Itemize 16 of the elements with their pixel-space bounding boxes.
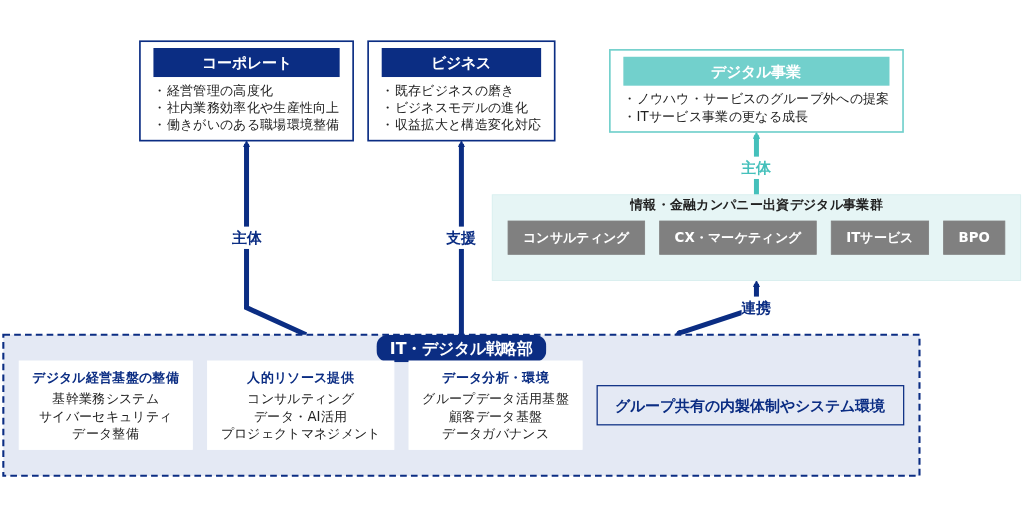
- node-box: CX・マーケティング: [659, 220, 817, 255]
- node-box: ビジネス ・既存ビジネスの磨き ・ビジネスモデルの進化 ・収益拡大と構造変化対応: [367, 40, 556, 142]
- node-box: グループ共有の内製体制やシステム環境: [596, 385, 905, 426]
- edge-label: 支援: [446, 228, 477, 247]
- edge-label: 主体: [231, 228, 262, 247]
- node-box: コーポレート ・経営管理の高度化 ・社内業務効率化や生産性向上 ・働きがいのある職場環境整備: [139, 40, 354, 142]
- arrow: [457, 140, 466, 335]
- edge-label: 主体: [741, 158, 772, 177]
- node-box: データ分析・環境 グループデータ活用基盤 顧客データ基盤 データガバナンス: [408, 360, 583, 450]
- node-box: コンサルティング: [507, 220, 646, 255]
- node-box: 人的リソース提供 コンサルティング データ・AI活用 プロジェクトマネジメント: [206, 360, 395, 450]
- node-box: デジタル事業 ・ノウハウ・サービスのグループ外への提案 ・ITサービス事業の更なる成長: [609, 49, 904, 133]
- edge-label: 連携: [741, 298, 772, 317]
- node-box: BPO: [943, 220, 1006, 255]
- node-box: ITサービス: [830, 220, 930, 255]
- node-box: デジタル経営基盤の整備 基幹業務システム サイバーセキュリティ データ整備: [18, 360, 193, 450]
